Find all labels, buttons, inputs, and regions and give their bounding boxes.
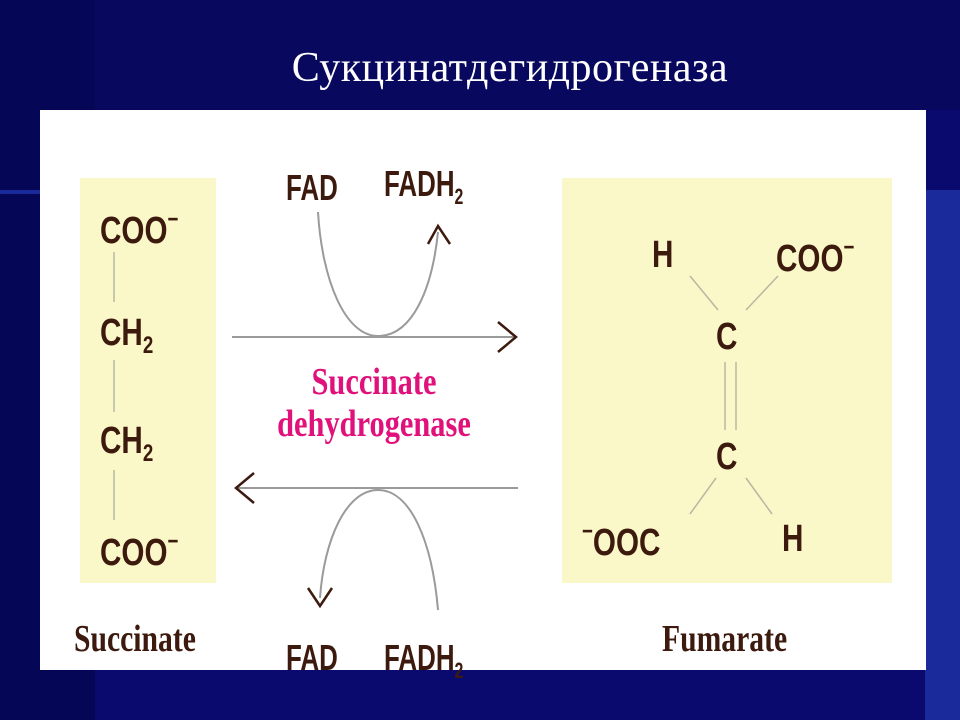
- enzyme-label-line2: dehydrogenase: [277, 402, 471, 445]
- cofactor-fad-bottom: FAD: [286, 637, 338, 678]
- cofactor-fadh2-bottom: FADH2: [384, 637, 464, 683]
- cofactor-fad-top: FAD: [286, 167, 338, 208]
- background-top-band: [0, 0, 960, 110]
- fumarate-h-bottom: H: [782, 518, 804, 560]
- fad-reduction-curve: [317, 211, 439, 338]
- succinate-caption: Succinate: [74, 618, 196, 660]
- fadh2-oxidation-arrowhead: [306, 587, 334, 609]
- forward-arrow-head: [497, 321, 518, 353]
- succinate-ch2-lower: CH2: [100, 420, 154, 467]
- enzyme-label-line1: Succinate: [311, 361, 437, 403]
- slide-title: Сукцинатдегидрогеназа: [291, 45, 729, 91]
- fad-reduction-arrowhead: [426, 223, 452, 245]
- background-accent-right: [925, 190, 960, 720]
- fumarate-coo-top: COO−: [776, 234, 855, 280]
- fumarate-structure-box: [562, 178, 892, 583]
- fumarate-bond-h-top: [689, 275, 719, 311]
- enzyme-label: Succinate dehydrogenase: [254, 361, 494, 446]
- fumarate-ooc-bottom: −OOC: [582, 518, 661, 564]
- succinate-structure-box: [80, 178, 216, 583]
- cofactor-fadh2-top: FADH2: [384, 163, 464, 209]
- succinate-coo-bottom: COO−: [100, 528, 179, 574]
- fumarate-bond-coo-top: [745, 275, 779, 311]
- fumarate-c-upper: C: [716, 316, 738, 358]
- succinate-coo-top: COO−: [100, 206, 179, 252]
- fumarate-bond-ooc-bottom: [689, 477, 717, 515]
- fumarate-h-top: H: [652, 234, 674, 276]
- fumarate-caption: Fumarate: [662, 618, 788, 660]
- fadh2-oxidation-curve: [319, 488, 439, 611]
- succinate-ch2-upper: CH2: [100, 312, 154, 359]
- fumarate-bond-h-bottom: [745, 477, 773, 515]
- fumarate-c-lower: C: [716, 436, 738, 478]
- background-accent-left: [0, 190, 40, 194]
- reverse-arrow-head: [234, 472, 255, 504]
